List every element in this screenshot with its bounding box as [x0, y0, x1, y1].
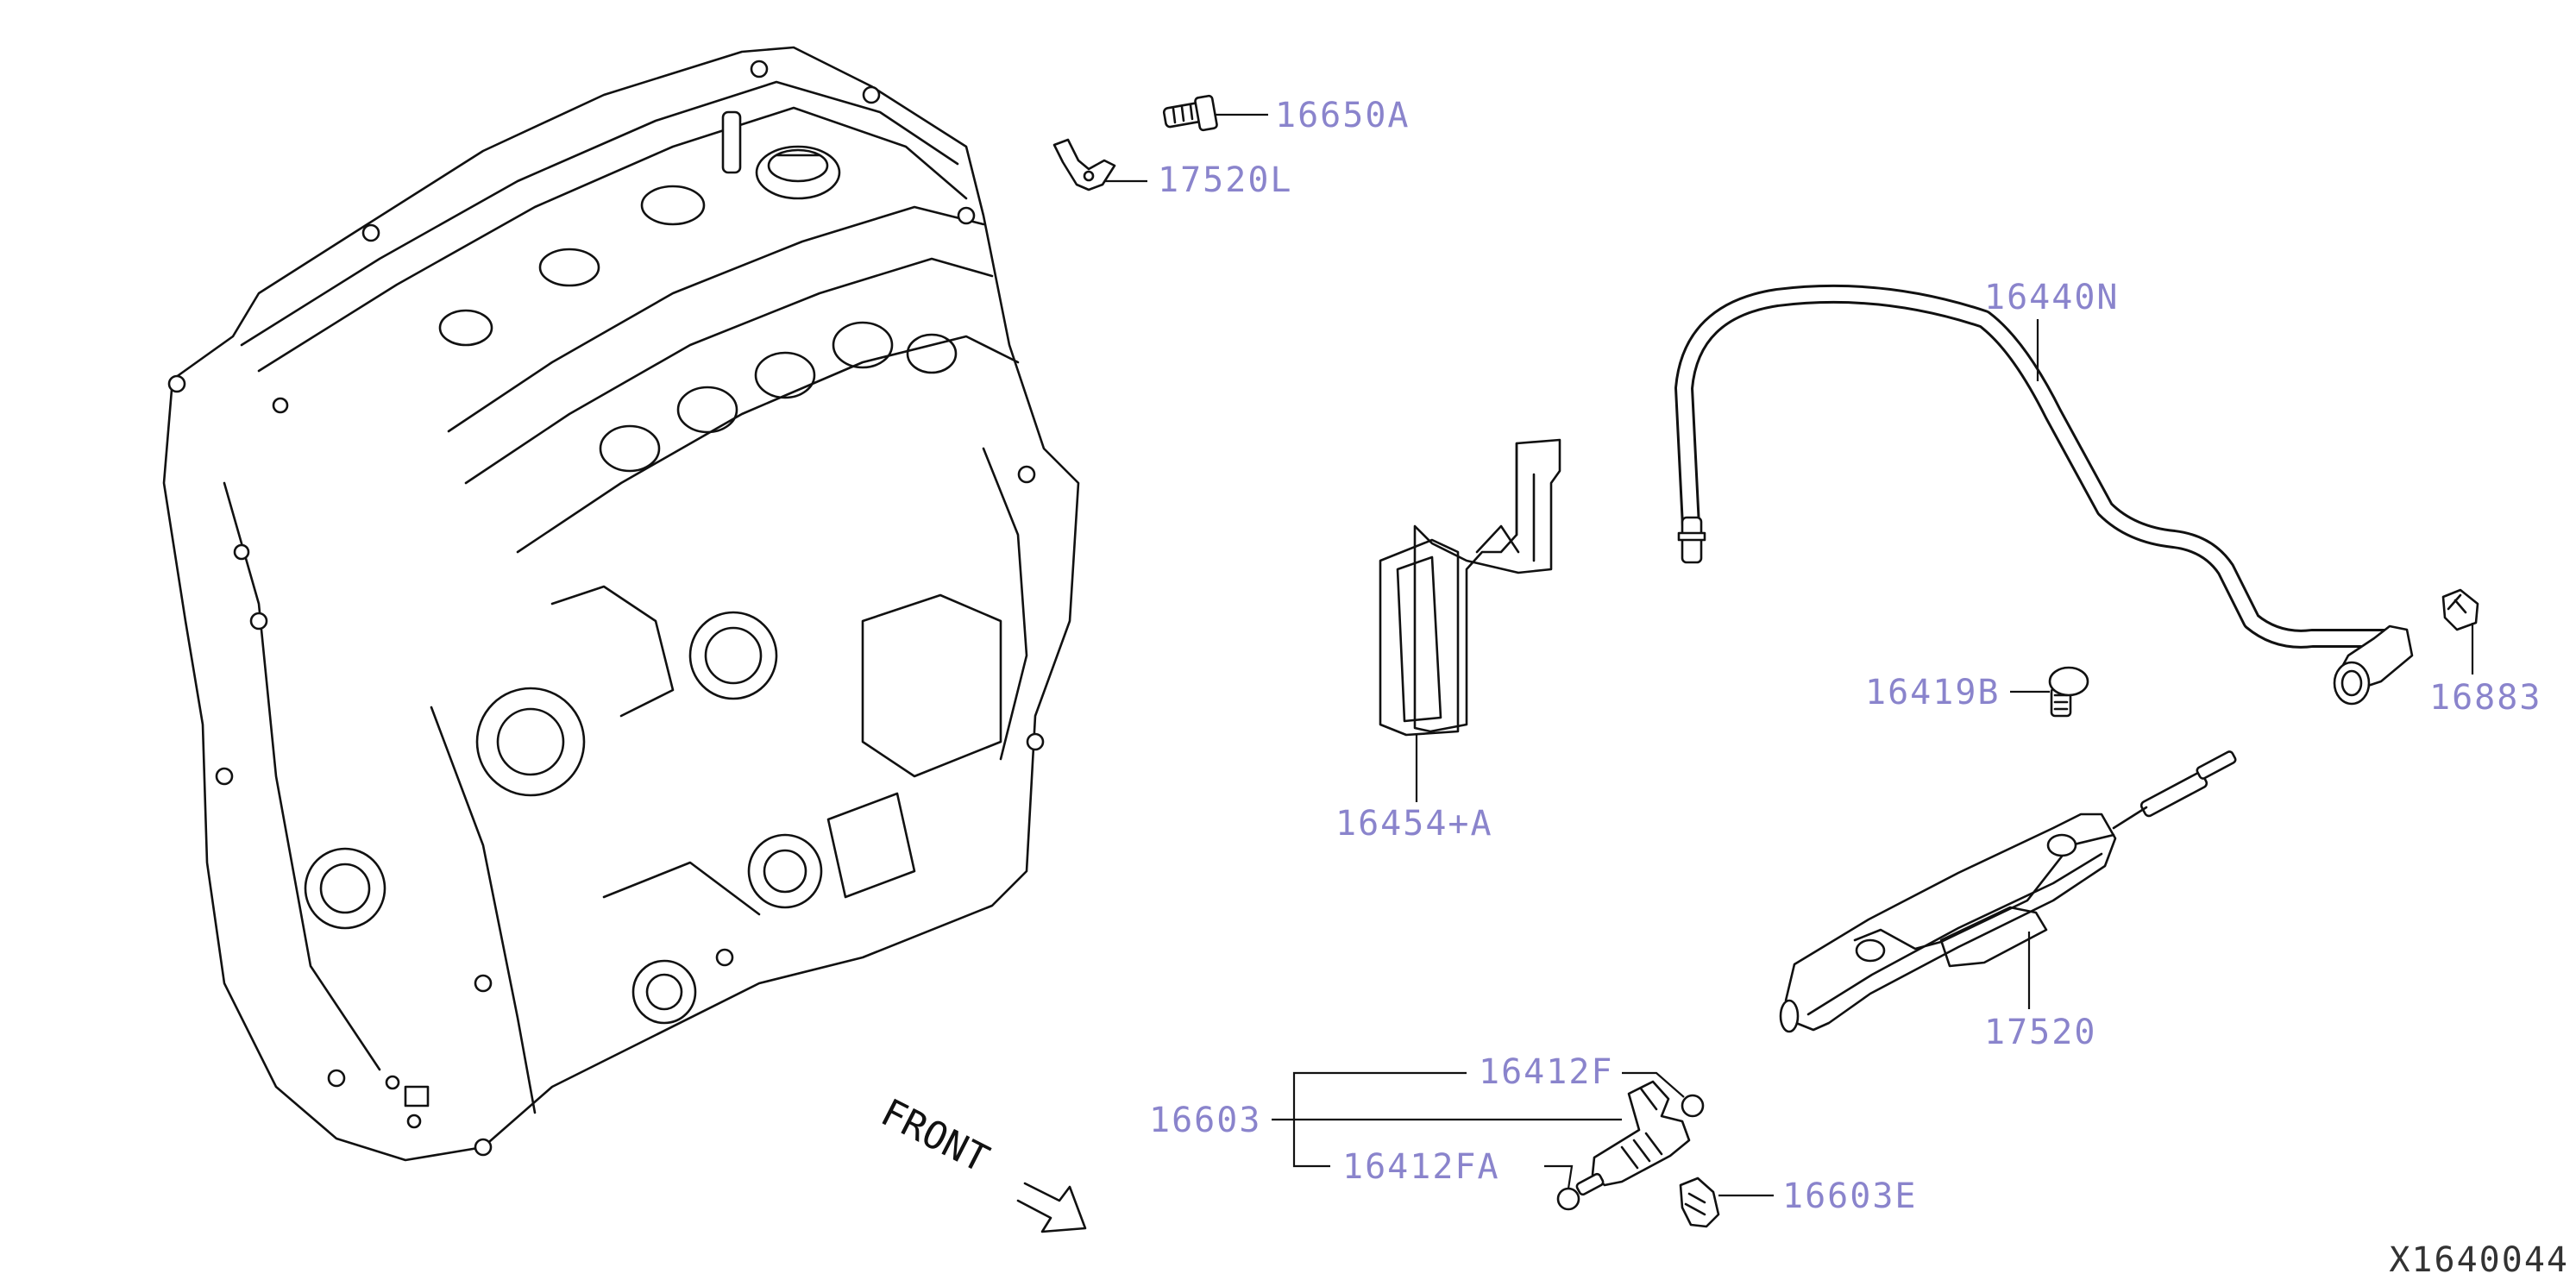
- part-bolt-16650a: [1162, 94, 1218, 132]
- callout-16412fa: 16412FA: [1342, 1147, 1500, 1187]
- front-arrow-icon: [1016, 1182, 1087, 1233]
- part-injector-clip-16603e: [1679, 1176, 1720, 1228]
- callout-16650a: 16650A: [1275, 96, 1411, 135]
- part-bolt-16419b: [2048, 666, 2089, 718]
- part-fuel-rail-17520: [1779, 750, 2237, 1033]
- callout-16419b: 16419B: [1865, 673, 2001, 712]
- part-fuel-hose-16440n: [1674, 284, 2414, 706]
- engine-assembly-drawing: [162, 46, 1080, 1162]
- diagram-reference-code: X1640044: [2389, 1240, 2569, 1280]
- callout-16454a: 16454+A: [1335, 804, 1493, 844]
- callout-17520: 17520: [1984, 1013, 2096, 1052]
- part-bracket-17520l: [1052, 138, 1116, 191]
- part-o-ring-16412f: [1681, 1094, 1705, 1118]
- callout-16603: 16603: [1149, 1101, 1261, 1140]
- part-fuel-rail-bracket-16454a: [1379, 438, 1561, 737]
- part-o-ring-16412fa: [1556, 1187, 1580, 1211]
- callout-17520l: 17520L: [1158, 160, 1293, 200]
- front-label: FRONT: [874, 1090, 996, 1182]
- part-hose-clip-16883: [2441, 588, 2479, 631]
- callout-16412f: 16412F: [1479, 1052, 1614, 1092]
- front-direction-indicator: FRONT: [874, 1090, 1087, 1233]
- part-injector-16603: [1575, 1080, 1691, 1196]
- callout-16883: 16883: [2429, 678, 2541, 718]
- callout-16440n: 16440N: [1984, 278, 2120, 317]
- callout-16603e: 16603E: [1782, 1176, 1918, 1216]
